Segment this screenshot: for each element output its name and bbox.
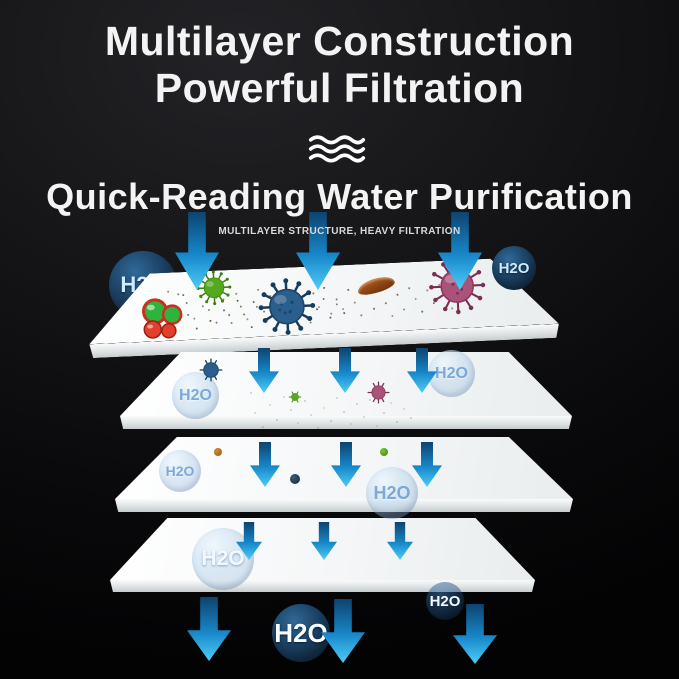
h2o-bubble: H2O [192, 528, 254, 590]
h2o-bubble: H2O [492, 246, 536, 290]
h2o-bubble: H2O [272, 604, 330, 662]
micro-speck-dark [290, 474, 300, 484]
filter-layer-1 [86, 256, 559, 360]
molecule-cluster-icon [141, 298, 183, 339]
title-line-2: Powerful Filtration [154, 65, 525, 112]
h2o-label: H2O [274, 617, 328, 648]
water-waves-icon [308, 135, 366, 163]
filter-layer-edge [120, 416, 572, 429]
small-pink-virus-icon [367, 381, 390, 404]
filter-layer-edge [115, 499, 573, 512]
h2o-label: H2O [373, 482, 411, 503]
particle-speckles [167, 290, 170, 293]
h2o-bubble: H2O [159, 450, 201, 492]
fine-speckles [250, 392, 252, 394]
h2o-label: H2O [165, 463, 195, 479]
blue-virus-icon [258, 278, 316, 335]
small-blue-virus-icon [199, 358, 223, 382]
h2o-label: H2O [179, 386, 212, 404]
micro-speck-green [380, 448, 388, 456]
h2o-label: H2O [498, 259, 530, 277]
h2o-label: H2O [429, 592, 461, 610]
micro-speck-orange [214, 448, 222, 456]
green-virus-icon [196, 270, 232, 306]
title-line-1: Multilayer Construction [104, 18, 575, 64]
small-green-virus-icon [288, 391, 302, 403]
h2o-bubble: H2O [426, 582, 464, 620]
diagram-caption: MULTILAYER STRUCTURE, HEAVY FILTRATION [218, 226, 461, 237]
filter-layer-edge [110, 580, 535, 592]
h2o-bubble: H2O [366, 467, 418, 519]
h2o-label: H2O [201, 547, 245, 570]
h2o-bubble: H2O [428, 350, 475, 397]
h2o-label: H2O [435, 364, 468, 382]
page-title: Multilayer Construction Powerful Filtrat… [0, 18, 679, 112]
subtitle: Quick-Reading Water Purification [46, 176, 633, 217]
outflow-arrow-icon [187, 597, 231, 661]
